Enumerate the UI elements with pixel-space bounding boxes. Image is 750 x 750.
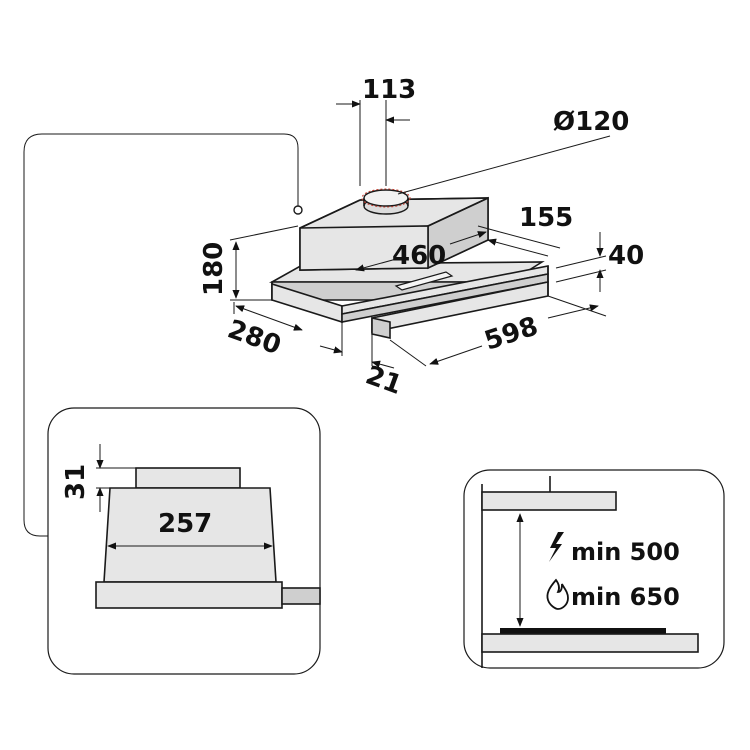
connector-dot [293,205,303,215]
gas-min-label: min 650 [571,583,680,611]
hood-isometric [268,188,549,339]
dim-label-180: 180 [199,242,229,296]
dim-460: 460 [355,231,487,272]
dim-label-155: 155 [519,203,573,233]
dim-113: 113 [336,75,416,186]
dim-diameter-120: Ø120 [397,107,629,195]
dim-180: 180 [199,225,299,301]
flame-icon [546,578,569,610]
dim-label-113: 113 [362,75,416,105]
electric-min-label: min 500 [571,538,680,566]
dim-280: 280 [224,302,303,361]
dim-40: 40 [555,232,644,292]
dim-21: 21 [319,322,406,401]
dim-label-460: 460 [392,241,446,271]
dim-label-21: 21 [362,360,406,401]
dim-31: 31 [61,444,136,512]
dim-label-31: 31 [61,464,91,500]
side-view-panel [47,407,321,675]
dim-label-40: 40 [608,241,644,271]
dim-155: 155 [477,203,573,257]
dim-257: 257 [107,509,273,550]
dim-label-diameter-120: Ø120 [553,107,629,137]
lightning-icon [549,532,564,562]
dim-label-598: 598 [481,311,542,356]
dim-label-280: 280 [224,314,285,361]
install-panel [463,469,725,669]
dim-label-257: 257 [158,509,212,539]
connector-line [23,133,299,537]
